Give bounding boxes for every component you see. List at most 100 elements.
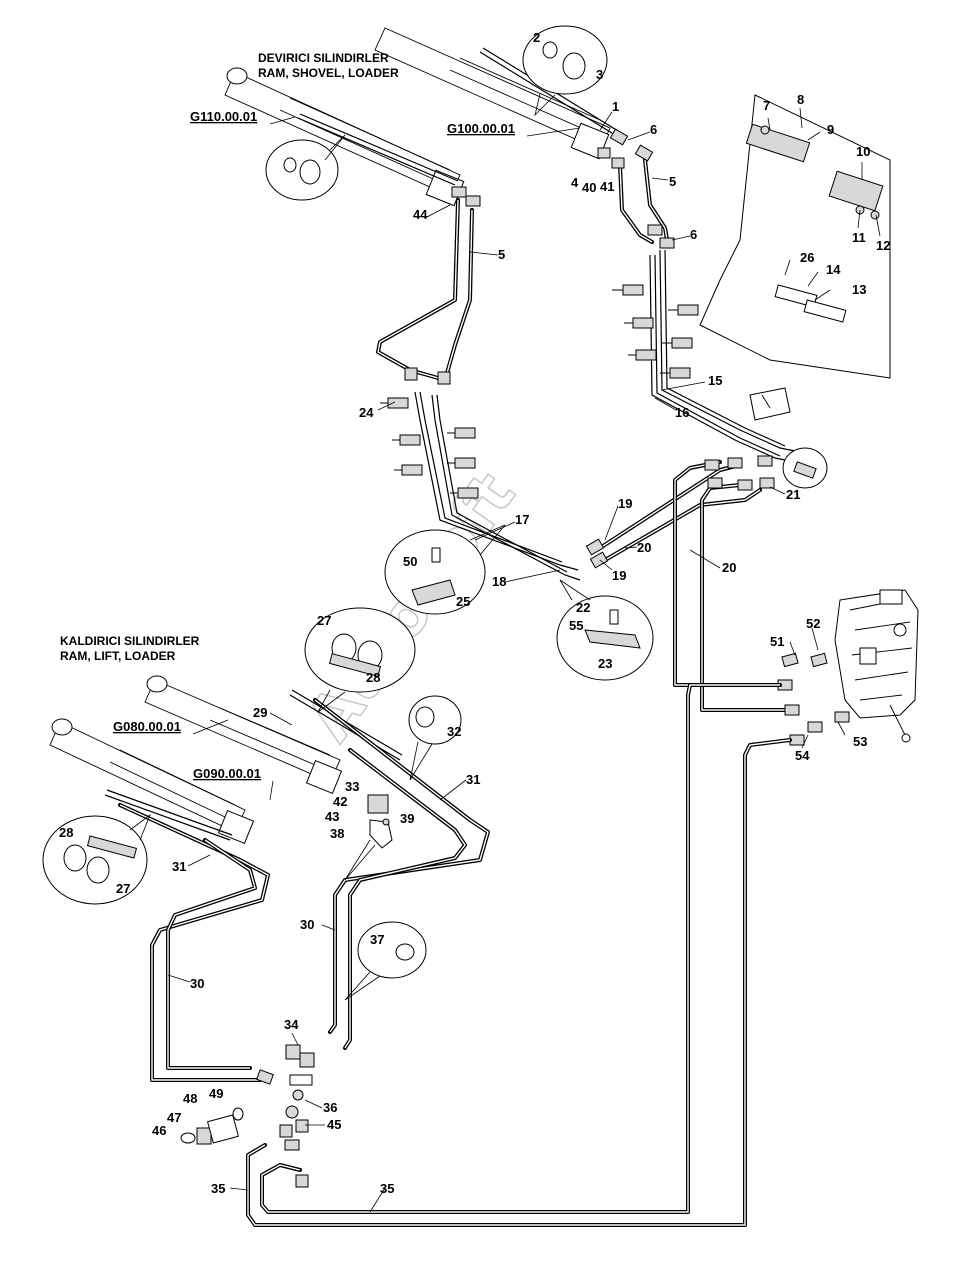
heading-tilt-line1: DEVIRICI SILINDIRLER: [258, 51, 389, 65]
part-number: 35: [211, 1181, 225, 1196]
hose-35: [246, 683, 792, 1227]
tee-block: [256, 1044, 315, 1188]
heading-tilt-line2: RAM, SHOVEL, LOADER: [258, 66, 399, 80]
hose-31-upper: [313, 698, 490, 1050]
pipe-18: [431, 394, 581, 581]
part-number: 20: [722, 560, 736, 575]
part-number: 28: [59, 825, 73, 840]
part-number: 12: [876, 238, 890, 253]
part-number: 30: [190, 976, 204, 991]
part-number: 21: [786, 487, 800, 502]
clamp-set-left: [380, 397, 479, 499]
part-number: 53: [853, 734, 867, 749]
lift-cylinder-rear: [144, 675, 343, 795]
part-number: 34: [284, 1017, 299, 1032]
part-number: 38: [330, 826, 344, 841]
part-number: 32: [447, 724, 461, 739]
part-number: 49: [209, 1086, 223, 1101]
lift-cylinder-front: [49, 718, 255, 845]
part-number: 23: [598, 656, 612, 671]
part-number: 8: [797, 92, 804, 107]
part-number: 6: [650, 122, 657, 137]
part-number: 28: [366, 670, 380, 685]
part-number: 46: [152, 1123, 166, 1138]
part-number: 18: [492, 574, 506, 589]
part-number: 24: [359, 405, 374, 420]
part-number: 5: [498, 247, 505, 262]
callout-37: [344, 921, 427, 1001]
part-number: 27: [317, 613, 331, 628]
part-number: 54: [795, 748, 810, 763]
pipe-16: [649, 254, 796, 463]
part-number: 43: [325, 809, 339, 824]
part-number: 19: [612, 568, 626, 583]
clamp-set-right: [612, 284, 699, 379]
callout-22-23: [556, 579, 654, 681]
part-number: 41: [600, 179, 614, 194]
part-number: 10: [856, 144, 870, 159]
heading-lift-line2: RAM, LIFT, LOADER: [60, 649, 176, 663]
part-number: 52: [806, 616, 820, 631]
part-number: 3: [596, 67, 603, 82]
part-number: 1: [612, 99, 619, 114]
part-number: 13: [852, 282, 866, 297]
fittings-top: [404, 128, 675, 385]
part-number: 30: [300, 917, 314, 932]
ref-g090: G090.00.01: [193, 766, 261, 781]
pipe-17: [414, 391, 579, 571]
valve-fittings: [777, 652, 850, 746]
part-number: 35: [380, 1181, 394, 1196]
part-number: 19: [618, 496, 632, 511]
part-number: 11: [852, 230, 866, 245]
part-number: 50: [403, 554, 417, 569]
callout-32: [408, 695, 462, 781]
part-number: 2: [533, 30, 540, 45]
part-number: 40: [582, 180, 596, 195]
part-number: 55: [569, 618, 583, 633]
part-number: 20: [637, 540, 651, 555]
part-number: 9: [827, 122, 834, 137]
part-number: 45: [327, 1117, 341, 1132]
pipe-1: [479, 51, 621, 139]
control-valve: [834, 589, 919, 743]
part-number: 22: [576, 600, 590, 615]
part-number: 44: [413, 207, 428, 222]
pipe-15: [659, 249, 801, 453]
clamp-33-43: [344, 794, 393, 881]
heading-lift-line1: KALDIRICI SILINDIRLER: [60, 634, 200, 648]
part-number: 39: [400, 811, 414, 826]
part-number: 5: [669, 174, 676, 189]
part-number: 37: [370, 932, 384, 947]
pipe-g110: [297, 117, 456, 186]
callout-27-28-upper: [304, 607, 416, 713]
part-number: 48: [183, 1091, 197, 1106]
ref-g110: G110.00.01: [190, 109, 257, 124]
adapter-parts: [180, 1107, 244, 1145]
part-number: 47: [167, 1110, 181, 1125]
callout-21: [782, 447, 828, 489]
leader-lines: [167, 107, 881, 1213]
hose-31-lower: [118, 803, 270, 1082]
part-number: 26: [800, 250, 814, 265]
part-number: 15: [708, 373, 722, 388]
part-number: 4: [571, 175, 579, 190]
part-number: 42: [333, 794, 347, 809]
callout-50-25: [384, 524, 506, 615]
part-number: 31: [466, 772, 480, 787]
part-number: 17: [515, 512, 529, 527]
callout-g110: [265, 134, 346, 201]
hose-5-left: [376, 198, 474, 382]
part-number: 6: [690, 227, 697, 242]
callout-bracket: [699, 94, 891, 379]
hose-5-right: [618, 158, 670, 247]
part-number: 51: [770, 634, 784, 649]
part-number: 29: [253, 705, 267, 720]
callout-27-28-lower: [42, 813, 151, 905]
part-number: 31: [172, 859, 186, 874]
part-number: 14: [826, 262, 841, 277]
part-number: 7: [763, 98, 770, 113]
fittings-19: [585, 455, 775, 569]
part-number: 25: [456, 594, 470, 609]
ref-g100: G100.00.01: [447, 121, 515, 136]
